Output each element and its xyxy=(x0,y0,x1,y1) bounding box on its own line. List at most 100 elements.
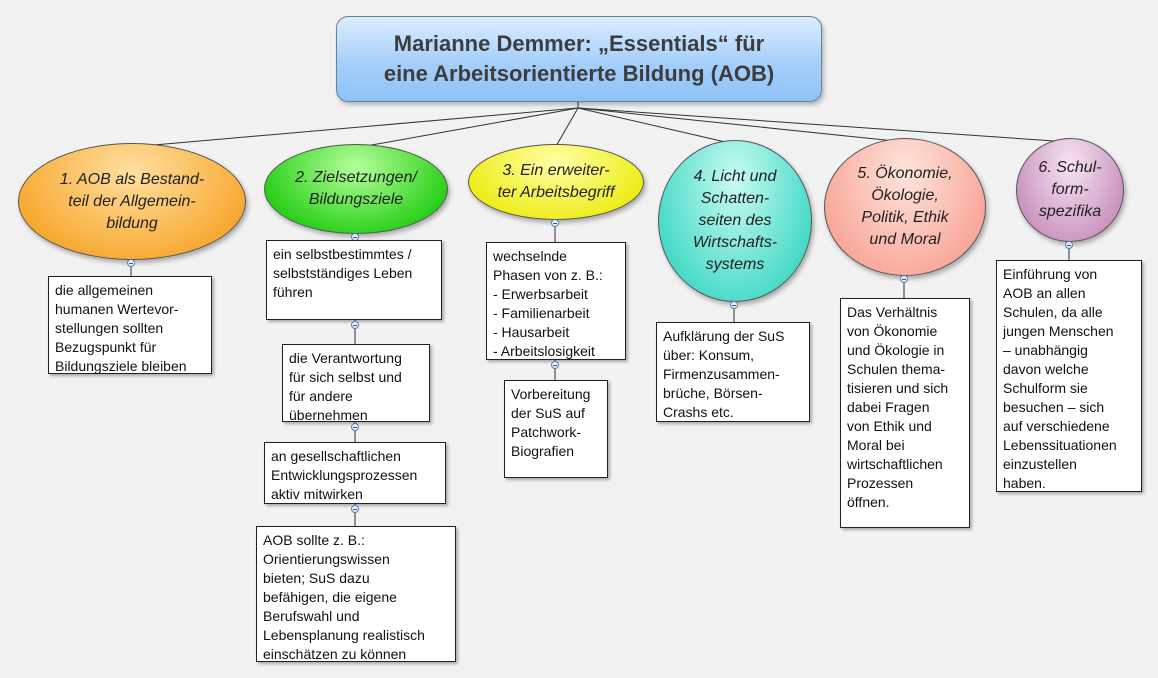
subtopic-line: Entwicklungsprozessen xyxy=(271,467,418,483)
collapse-toggle-icon[interactable] xyxy=(900,275,908,283)
branch-topic-6[interactable]: 6. Schul-form-spezifika xyxy=(1016,138,1124,242)
collapse-toggle-icon[interactable] xyxy=(351,505,359,513)
collapse-toggle-icon[interactable] xyxy=(351,321,359,329)
subtopic-line: haben. xyxy=(1003,475,1046,491)
subtopic-line: Phasen von z. B.: xyxy=(493,267,603,283)
branch-topic-line: ter Arbeitsbegriff xyxy=(497,184,615,201)
subtopic-line: übernehmen xyxy=(289,407,368,423)
subtopic-line: Berufswahl und xyxy=(263,608,360,624)
subtopic-line: Schulen thema- xyxy=(847,361,946,377)
central-topic[interactable]: Marianne Demmer: „Essentials“ für eine A… xyxy=(336,16,822,102)
subtopic-line: Prozessen xyxy=(847,475,914,491)
subtopic-line: davon welche xyxy=(1003,361,1089,377)
subtopic-line: humanen Wertevor- xyxy=(55,301,179,317)
subtopic-box[interactable]: ein selbstbestimmtes / selbstständiges Le… xyxy=(266,240,442,320)
central-topic-line-1: Marianne Demmer: „Essentials“ für xyxy=(393,31,765,56)
branch-topic-line: 4. Licht und xyxy=(693,168,777,185)
branch-topic-line: Bildungsziele xyxy=(308,191,404,208)
branch-link-4 xyxy=(577,107,735,145)
subtopic-line: Schulen, da alle xyxy=(1003,304,1103,320)
subtopic-box[interactable]: die allgemeinen humanen Wertevor-stellung… xyxy=(48,276,212,374)
subtopic-line: Bildungsziele bleiben xyxy=(55,358,187,374)
subtopic-box[interactable]: Das Verhältnis von Ökonomie und Ökologie i… xyxy=(840,298,970,528)
subtopic-line: tisieren und sich xyxy=(847,380,949,396)
subtopic-line: öffnen. xyxy=(847,494,890,510)
subtopic-line: - Erwerbsarbeit xyxy=(493,286,588,302)
subtopic-line: stellungen sollten xyxy=(55,320,164,336)
central-topic-line-2: eine Arbeitsorientierte Bildung (AOB) xyxy=(383,61,775,86)
branch-topic-line: bildung xyxy=(106,214,158,232)
collapse-toggle-icon[interactable] xyxy=(551,219,559,227)
branch-topic-line: 6. Schul- xyxy=(1038,159,1102,176)
subtopic-line: die allgemeinen xyxy=(55,282,154,298)
branch-topic-3[interactable]: 3. Ein erweiter-ter Arbeitsbegriff xyxy=(468,144,644,220)
subtopic-line: bieten; SuS dazu xyxy=(263,570,370,586)
subtopic-line: Biografien xyxy=(511,443,575,459)
subtopic-line: einschätzen zu können xyxy=(263,646,407,662)
subtopic-line: führen xyxy=(273,284,313,300)
subtopic-line: - Familienarbeit xyxy=(493,305,590,321)
branch-topic-line: Ökologie, xyxy=(871,187,939,204)
subtopic-line: für sich selbst und xyxy=(289,369,402,385)
subtopic-line: Lebenssituationen xyxy=(1003,437,1117,453)
subtopic-line: von Ethik und xyxy=(847,418,932,434)
subtopic-line: Orientierungswissen xyxy=(263,551,390,567)
subtopic-line: Aufklärung der SuS xyxy=(663,328,785,344)
subtopic-line: Einführung von xyxy=(1003,266,1098,282)
subtopic-line: brüche, Börsen- xyxy=(663,385,763,401)
branch-link-6 xyxy=(577,107,1070,143)
branch-topic-line: 5. Ökonomie, xyxy=(857,165,953,182)
subtopic-line: ein selbstbestimmtes / xyxy=(273,246,412,262)
collapse-toggle-icon[interactable] xyxy=(351,423,359,431)
subtopic-line: Moral bei xyxy=(847,437,905,453)
subtopic-line: besuchen – sich xyxy=(1003,399,1105,415)
subtopic-line: Vorbereitung xyxy=(511,386,591,402)
subtopic-line: an gesellschaftlichen xyxy=(271,448,401,464)
subtopic-line: auf verschiedene xyxy=(1003,418,1110,434)
branch-topic-line: 1. AOB als Bestand- xyxy=(59,170,205,188)
subtopic-line: über: Konsum, xyxy=(663,347,755,363)
subtopic-line: Das Verhältnis xyxy=(847,304,938,320)
collapse-toggle-icon[interactable] xyxy=(551,361,559,369)
branch-topic-line: systems xyxy=(705,256,765,273)
subtopic-line: die Verantwortung xyxy=(289,350,402,366)
subtopic-box[interactable]: AOB sollte z. B.: Orientierungswissen biet… xyxy=(256,526,456,662)
branch-link-1 xyxy=(130,107,579,148)
collapse-toggle-icon[interactable] xyxy=(1065,241,1073,249)
branch-topic-line: teil der Allgemein- xyxy=(68,192,196,210)
subtopic-line: wirtschaftlichen xyxy=(847,456,943,472)
collapse-toggle-icon[interactable] xyxy=(127,259,135,267)
branch-topic-line: form- xyxy=(1051,181,1089,198)
subtopic-line: - Hausarbeit xyxy=(493,324,570,340)
subtopic-line: einzustellen xyxy=(1003,456,1077,472)
subtopic-line: Firmenzusammen- xyxy=(663,366,780,382)
branch-topic-2[interactable]: 2. Zielsetzungen/Bildungsziele xyxy=(264,144,448,234)
subtopic-line: von Ökonomie xyxy=(847,323,938,339)
subtopic-line: AOB an allen xyxy=(1003,285,1086,301)
subtopic-line: AOB sollte z. B.: xyxy=(263,532,365,548)
subtopic-line: Patchwork- xyxy=(511,424,582,440)
branch-topic-1[interactable]: 1. AOB als Bestand-teil der Allgemein-bi… xyxy=(18,143,246,260)
subtopic-line: selbstständiges Leben xyxy=(273,265,413,281)
branch-topic-line: 3. Ein erweiter- xyxy=(502,162,610,179)
subtopic-line: – unabhängig xyxy=(1003,342,1088,358)
subtopic-box[interactable]: Aufklärung der SuS über: Konsum, Firmenzus… xyxy=(656,322,810,422)
subtopic-line: Bezugspunkt für xyxy=(55,339,157,355)
branch-topic-line: seiten des xyxy=(698,212,772,229)
subtopic-line: Crashs etc. xyxy=(663,404,734,420)
subtopic-line: dabei Fragen xyxy=(847,399,930,415)
subtopic-line: befähigen, die eigene xyxy=(263,589,397,605)
subtopic-line: - Arbeitslosigkeit xyxy=(493,343,595,359)
subtopic-line: und Ökologie in xyxy=(847,342,945,358)
subtopic-line: aktiv mitwirken xyxy=(271,486,363,502)
collapse-toggle-icon[interactable] xyxy=(730,301,738,309)
branch-topic-line: Schatten- xyxy=(700,190,770,207)
